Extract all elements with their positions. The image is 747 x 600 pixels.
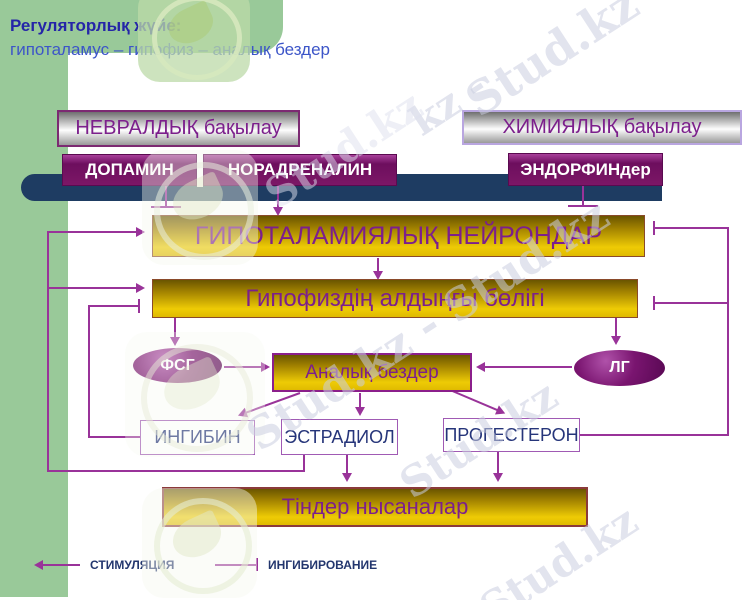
lh-label: ЛГ	[609, 359, 630, 376]
fsh-ellipse: ФСГ	[133, 348, 222, 383]
hypothalamic-neurons-box: ГИПОТАЛАМИЯЛЫҚ НЕЙРОНДАР	[152, 215, 645, 257]
progesterone-feedback-vertical	[727, 227, 729, 436]
inhibin-feedback-top	[88, 305, 138, 307]
progesterone-feedback-top1	[654, 227, 729, 229]
page-title: Регуляторлық жүйе:	[10, 16, 182, 35]
anterior-pituitary-box: Гипофиздің алдыңғы бөлігі	[152, 279, 638, 318]
ovaries-label: Аналық бездер	[305, 361, 439, 383]
endorphins-label: ЭНДОРФИНдер	[520, 159, 651, 179]
noradrenaline-label: НОРАДРЕНАЛИН	[227, 160, 373, 179]
dopamine-inhibition-line	[165, 186, 167, 206]
progesterone-feedback-tbar1	[653, 221, 655, 235]
target-tissues-label: Тіндер нысаналар	[281, 494, 469, 519]
lh-ellipse: ЛГ	[574, 350, 665, 386]
estradiol-feedback-bottom	[47, 470, 305, 472]
progesterone-box: ПРОГЕСТЕРОН	[443, 418, 580, 452]
watermark-text: Stud.kz	[455, 0, 649, 128]
estradiol-feedback-vertical	[47, 231, 49, 472]
progesterone-feedback-tbar2	[653, 296, 655, 310]
chemical-control-label: ХИМИЯЛЫҚ бақылау	[502, 116, 702, 138]
ovaries-progesterone-arrow	[449, 389, 508, 419]
ovaries-box: Аналық бездер	[272, 353, 472, 392]
lh-ovaries-line	[484, 366, 572, 368]
arrow-down-icon	[493, 473, 503, 482]
arrow-right-icon	[261, 362, 270, 372]
hypothalamus-pituitary-line	[377, 258, 379, 273]
pituitary-lh-line	[615, 318, 617, 338]
neural-control-box: НЕВРАЛДЫҚ бақылау	[57, 110, 300, 147]
legend-inhibition-label: ИНГИБИРОВАНИЕ	[268, 558, 378, 572]
neural-control-label: НЕВРАЛДЫҚ бақылау	[75, 117, 282, 139]
hypothalamic-neurons-label: ГИПОТАЛАМИЯЛЫҚ НЕЙРОНДАР	[194, 221, 603, 250]
green-left-strip	[0, 0, 68, 597]
arrow-down-icon	[355, 407, 365, 416]
ovaries-estradiol-line	[359, 393, 361, 409]
arrow-right-icon	[136, 227, 145, 237]
arrow-down-icon	[342, 473, 352, 482]
fsh-label: ФСГ	[160, 356, 195, 374]
legend-stimulation-line	[42, 564, 80, 566]
anterior-pituitary-label: Гипофиздің алдыңғы бөлігі	[245, 284, 545, 312]
fsh-ovaries-line	[224, 366, 262, 368]
legend-inhibition-line	[215, 564, 257, 566]
progesterone-feedback-top2	[654, 302, 729, 304]
dopamine-box: ДОПАМИН	[62, 154, 197, 186]
estradiol-label: ЭСТРАДИОЛ	[284, 426, 395, 447]
progesterone-target-line	[497, 452, 499, 475]
arrow-left-icon	[476, 362, 485, 372]
endorphins-box: ЭНДОРФИНдер	[508, 153, 663, 186]
pituitary-fsh-line	[174, 318, 176, 339]
page-subtitle: гипоталамус – гипофиз – аналық бездер	[10, 40, 331, 59]
arrow-down-icon	[373, 271, 383, 280]
progesterone-label: ПРОГЕСТЕРОН	[444, 424, 579, 445]
noradrenaline-box: НОРАДРЕНАЛИН	[203, 154, 397, 186]
endorphins-inhibition-tbar	[568, 205, 598, 207]
noradrenaline-arrow-line	[277, 186, 279, 208]
arrow-down-icon	[611, 336, 621, 345]
estradiol-feedback-drop	[303, 455, 305, 472]
chemical-control-box: ХИМИЯЛЫҚ бақылау	[462, 110, 742, 145]
estradiol-target-line	[346, 455, 348, 475]
inhibin-box: ИНГИБИН	[140, 420, 255, 455]
progesterone-feedback-bottom	[580, 434, 729, 436]
inhibin-feedback-tbar	[138, 299, 140, 313]
legend-inhibition-tbar	[256, 558, 258, 571]
arrow-left-icon	[34, 560, 43, 570]
inhibin-feedback-vertical	[88, 305, 90, 438]
dopamine-label: ДОПАМИН	[85, 160, 174, 179]
feedback-arrow-hypothalamus-line	[47, 231, 137, 233]
slide-title-block: Регуляторлық жүйе: гипоталамус – гипофиз…	[10, 16, 330, 60]
box-separator	[197, 150, 203, 187]
inhibin-label: ИНГИБИН	[154, 427, 241, 447]
dopamine-inhibition-tbar	[151, 206, 181, 208]
inhibin-feedback-bottom	[88, 436, 140, 438]
target-tissues-box: Тіндер нысаналар	[162, 487, 588, 527]
arrow-right-icon	[136, 283, 145, 293]
estradiol-box: ЭСТРАДИОЛ	[281, 419, 398, 455]
arrow-down-icon	[273, 207, 283, 216]
legend-stimulation-label: СТИМУЛЯЦИЯ	[90, 558, 175, 572]
ovaries-inhibin-arrow	[236, 392, 301, 421]
arrow-down-icon	[170, 337, 180, 346]
endorphins-inhibition-line	[582, 186, 584, 205]
feedback-arrow-pituitary-line	[47, 287, 137, 289]
